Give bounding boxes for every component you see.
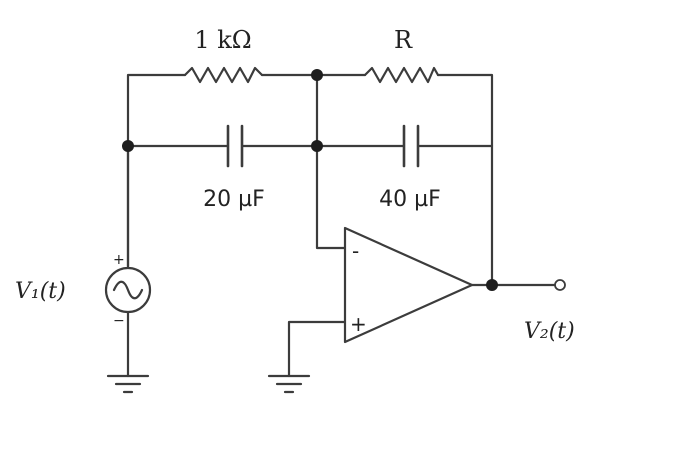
capacitor-20uf [226,124,244,168]
capacitor-20uf-label: 20 µF [203,187,265,212]
junction-node [122,140,134,152]
resistor-r-label: R [394,26,413,54]
output-voltage-label: V₂(t) [524,319,575,344]
junction-node [311,69,323,81]
inverting-input-wire [315,73,347,250]
opamp-inverting-sign: - [352,239,359,263]
resistor-1k [183,66,264,84]
ground-icon [267,374,311,394]
opamp-noninverting-sign: + [350,312,367,336]
source-minus-sign: − [113,313,125,329]
junction-node [311,140,323,152]
voltage-source: + − [104,144,152,378]
capacitor-40uf [402,124,420,168]
ac-wave-icon [112,280,144,300]
junction-node [486,279,498,291]
opamp: - + [343,226,474,344]
noninverting-input-wire [287,320,347,378]
resistor-1k-label: 1 kΩ [194,26,251,54]
ground-icon [106,374,150,394]
source-voltage-label: V₁(t) [15,279,66,304]
top-wire [126,73,494,287]
output-terminal [554,279,566,291]
resistor-r [363,66,440,84]
capacitor-40uf-label: 40 µF [379,187,441,212]
source-plus-sign: + [113,252,125,268]
